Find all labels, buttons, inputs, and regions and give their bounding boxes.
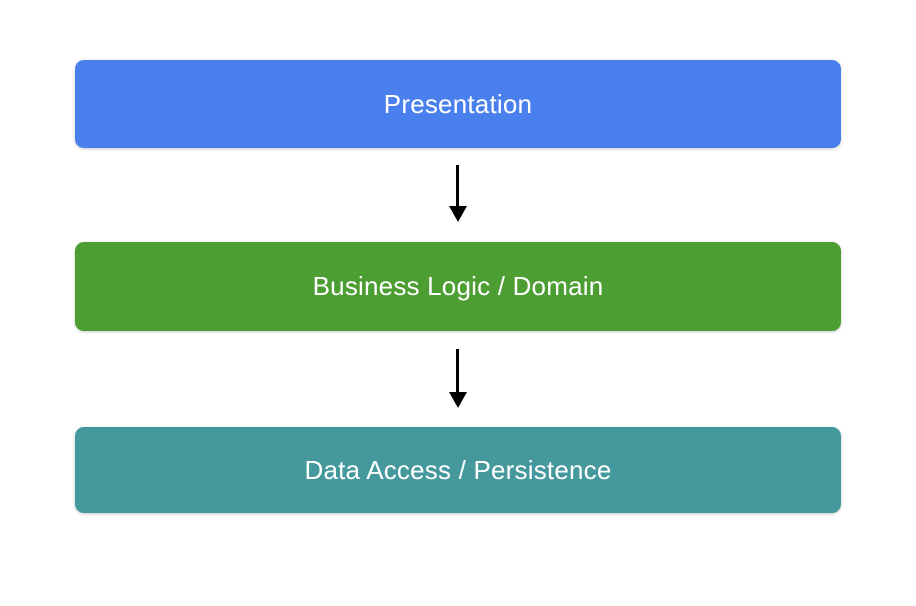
down-arrow-2 — [448, 349, 467, 408]
layer-label-data-access: Data Access / Persistence — [304, 454, 612, 485]
layer-label-presentation: Presentation — [383, 88, 533, 119]
arrow-line — [456, 349, 459, 392]
layer-box-data-access: Data Access / Persistence — [75, 427, 841, 513]
layer-label-business-logic: Business Logic / Domain — [312, 271, 604, 301]
layer-box-business-logic: Business Logic / Domain — [75, 242, 841, 331]
layer-box-presentation: Presentation — [75, 60, 841, 148]
arrow-head-icon — [448, 206, 467, 222]
arrow-line — [456, 165, 459, 206]
arrow-head-icon — [448, 392, 467, 408]
down-arrow-1 — [448, 165, 467, 222]
